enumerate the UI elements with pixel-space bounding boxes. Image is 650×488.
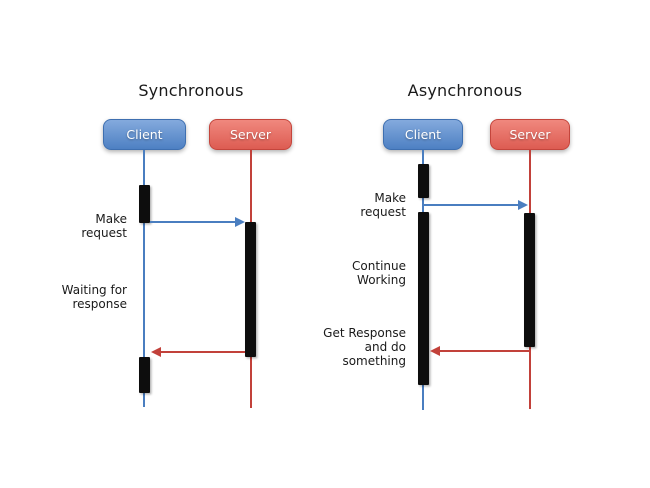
async-get-response-label: Get Response and do something xyxy=(323,326,406,368)
asynchronous-title: Asynchronous xyxy=(407,81,523,100)
synchronous-title: Synchronous xyxy=(138,81,244,100)
sync-response-arrowhead-icon xyxy=(151,347,161,357)
sync-client-activation-1 xyxy=(139,185,150,223)
sync-client-activation-2 xyxy=(139,357,150,393)
async-client-box: Client xyxy=(383,119,463,150)
async-client-label: Client xyxy=(404,127,442,142)
sync-client-label: Client xyxy=(126,127,163,142)
async-server-activation xyxy=(524,213,535,347)
async-client-activation-2 xyxy=(418,212,429,385)
async-server-label: Server xyxy=(509,127,551,142)
async-make-request-label: Make request xyxy=(360,191,406,219)
sync-response-arrow-line xyxy=(161,351,245,353)
async-response-arrowhead-icon xyxy=(430,346,440,356)
sync-client-lifeline xyxy=(143,150,145,407)
sync-waiting-label: Waiting for response xyxy=(61,283,127,311)
sync-request-arrow-line xyxy=(150,221,235,223)
async-request-arrow-line xyxy=(424,204,518,206)
async-server-box: Server xyxy=(490,119,570,150)
async-response-arrow-line xyxy=(440,350,530,352)
sync-server-activation xyxy=(245,222,256,357)
sync-server-label: Server xyxy=(230,127,271,142)
sync-request-arrowhead-icon xyxy=(235,217,245,227)
async-request-arrowhead-icon xyxy=(518,200,528,210)
sync-server-box: Server xyxy=(209,119,292,150)
sync-client-box: Client xyxy=(103,119,186,150)
async-client-activation-1 xyxy=(418,164,429,198)
sync-make-request-label: Make request xyxy=(81,212,127,240)
async-continue-working-label: Continue Working xyxy=(352,259,406,287)
